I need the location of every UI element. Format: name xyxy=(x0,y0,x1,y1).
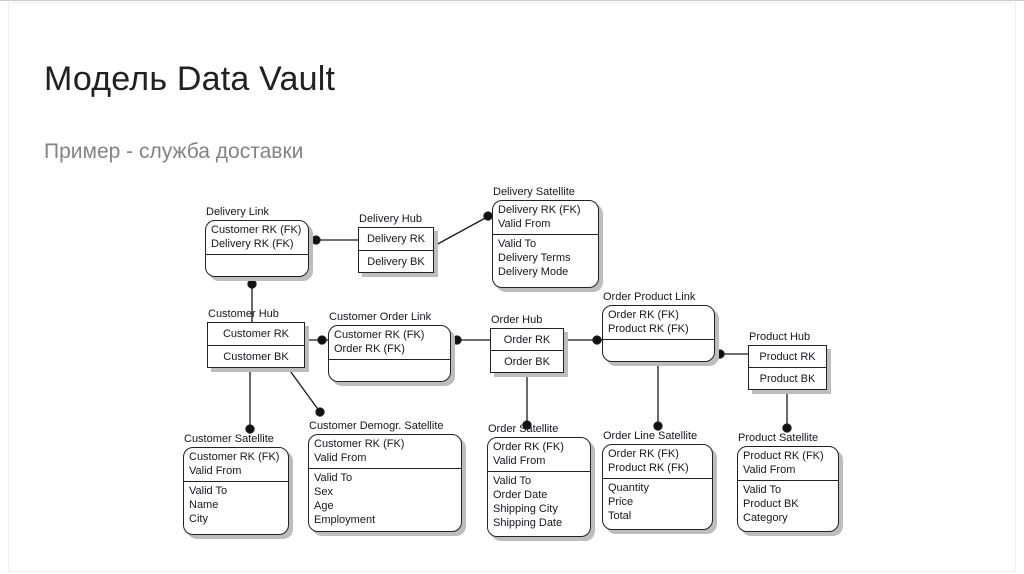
attribute: Product BK xyxy=(743,498,799,510)
attribute: Name xyxy=(189,499,219,511)
entity-customer-demogr-satellite: Customer Demogr. Satellite Customer RK (… xyxy=(308,420,462,532)
attribute: Order Date xyxy=(493,489,548,501)
page-title: Модель Data Vault xyxy=(44,60,336,98)
cardinality-dot xyxy=(483,211,493,221)
attribute: Employment xyxy=(314,514,376,526)
attribute: Customer RK (FK) xyxy=(314,438,405,450)
attribute: Product RK (FK) xyxy=(608,323,689,335)
attribute: Valid From xyxy=(314,452,367,464)
attribute: Product RK xyxy=(759,350,816,363)
cardinality-dot xyxy=(715,349,725,359)
entity-title: Product Satellite xyxy=(738,432,819,444)
cardinality-dot xyxy=(592,335,602,345)
attribute: Delivery RK xyxy=(366,233,426,245)
entity-title: Order Line Satellite xyxy=(603,430,698,442)
attribute: Customer RK (FK) xyxy=(189,451,280,463)
attribute: Customer BK xyxy=(208,345,304,367)
entity-delivery-hub: Delivery Hub Delivery RK Delivery BK xyxy=(358,213,434,273)
attribute: Shipping Date xyxy=(493,517,563,529)
cardinality-dot xyxy=(317,335,327,345)
entity-order-satellite: Order Satellite Order RK (FK) Valid From… xyxy=(487,423,591,537)
entity-title: Customer Hub xyxy=(208,308,279,320)
entity-title: Order Satellite xyxy=(488,423,559,435)
attribute: Valid To xyxy=(743,484,782,496)
connector-customer-hub-customer-demogr-satellite xyxy=(287,367,321,413)
cardinality-dot xyxy=(245,424,255,434)
cardinality-dot xyxy=(522,420,532,430)
cardinality-dot xyxy=(311,235,321,245)
entity-customer-satellite: Customer Satellite Customer RK (FK) Vali… xyxy=(183,433,289,535)
attribute-section-empty xyxy=(329,360,450,381)
attribute: Product RK (FK) xyxy=(743,450,824,462)
entity-order-product-link: Order Product Link Order RK (FK) Product… xyxy=(602,291,715,362)
attribute: Product RK (FK) xyxy=(608,462,689,474)
entity-title: Delivery Hub xyxy=(359,213,422,225)
attribute: Delivery RK (FK) xyxy=(498,204,581,216)
attribute: Valid From xyxy=(493,455,546,467)
entity-delivery-link: Delivery Link Customer RK (FK) Delivery … xyxy=(205,206,309,277)
cardinality-dot xyxy=(653,421,663,431)
attribute: Total xyxy=(608,510,632,522)
cardinality-dot xyxy=(782,423,792,433)
entity-title: Product Hub xyxy=(749,331,811,343)
attribute: Delivery Terms xyxy=(498,252,571,264)
attribute: Order RK (FK) xyxy=(493,441,564,453)
attribute: Customer RK (FK) xyxy=(334,329,425,341)
attribute: Valid To xyxy=(493,475,532,487)
entity-customer-hub: Customer Hub Customer RK Customer BK xyxy=(207,308,305,368)
attribute: Valid From xyxy=(498,218,551,230)
attribute: Valid To xyxy=(498,238,537,250)
attribute: Order RK (FK) xyxy=(608,448,679,460)
cardinality-dot xyxy=(452,335,462,345)
attribute: Delivery BK xyxy=(359,250,433,272)
attribute: Valid To xyxy=(314,472,353,484)
attribute: Category xyxy=(743,512,788,524)
slide-top-border xyxy=(0,0,1024,1)
entity-product-hub: Product Hub Product RK Product BK xyxy=(748,331,827,390)
entity-delivery-satellite: Delivery Satellite Delivery RK (FK) Vali… xyxy=(492,186,599,288)
attribute: Delivery Mode xyxy=(498,266,569,278)
attribute: Valid From xyxy=(189,465,242,477)
attribute: Customer RK xyxy=(222,328,290,340)
attribute: Customer RK (FK) xyxy=(211,224,302,236)
entity-title: Customer Demogr. Satellite xyxy=(309,420,444,432)
attribute: Order RK (FK) xyxy=(334,343,405,355)
connector-delivery-hub-delivery-satellite xyxy=(433,215,490,247)
attribute: Sex xyxy=(314,486,333,498)
attribute: Age xyxy=(314,500,334,512)
attribute: Price xyxy=(608,496,634,508)
attribute: Valid To xyxy=(189,485,228,497)
cardinality-dot xyxy=(247,279,257,289)
entity-title: Delivery Link xyxy=(206,206,269,218)
attribute: Shipping City xyxy=(493,503,558,515)
attribute: Quantity xyxy=(608,482,649,494)
attribute: Delivery RK (FK) xyxy=(211,238,294,250)
entity-title: Order Hub xyxy=(491,314,543,326)
entity-product-satellite: Product Satellite Product RK (FK) Valid … xyxy=(737,432,839,532)
attribute: Order RK xyxy=(503,333,551,346)
entity-title: Order Product Link xyxy=(603,291,696,303)
cardinality-dot xyxy=(315,407,325,417)
entity-customer-order-link: Customer Order Link Customer RK (FK) Ord… xyxy=(328,311,451,382)
entity-title: Customer Satellite xyxy=(184,433,274,445)
entity-title: Delivery Satellite xyxy=(493,186,575,198)
attribute-section-empty xyxy=(603,340,714,361)
attribute: Order RK (FK) xyxy=(608,309,679,321)
attribute: Product BK xyxy=(749,367,826,389)
entity-title: Customer Order Link xyxy=(329,311,432,323)
attribute: City xyxy=(189,513,208,525)
page-subtitle: Пример - служба доставки xyxy=(44,140,304,163)
attribute: Order BK xyxy=(491,350,563,372)
entity-order-line-satellite: Order Line Satellite Order RK (FK) Produ… xyxy=(602,430,713,530)
attribute-section-empty xyxy=(206,255,308,276)
attribute: Valid From xyxy=(743,464,796,476)
entity-order-hub: Order Hub Order RK Order BK xyxy=(490,314,564,373)
